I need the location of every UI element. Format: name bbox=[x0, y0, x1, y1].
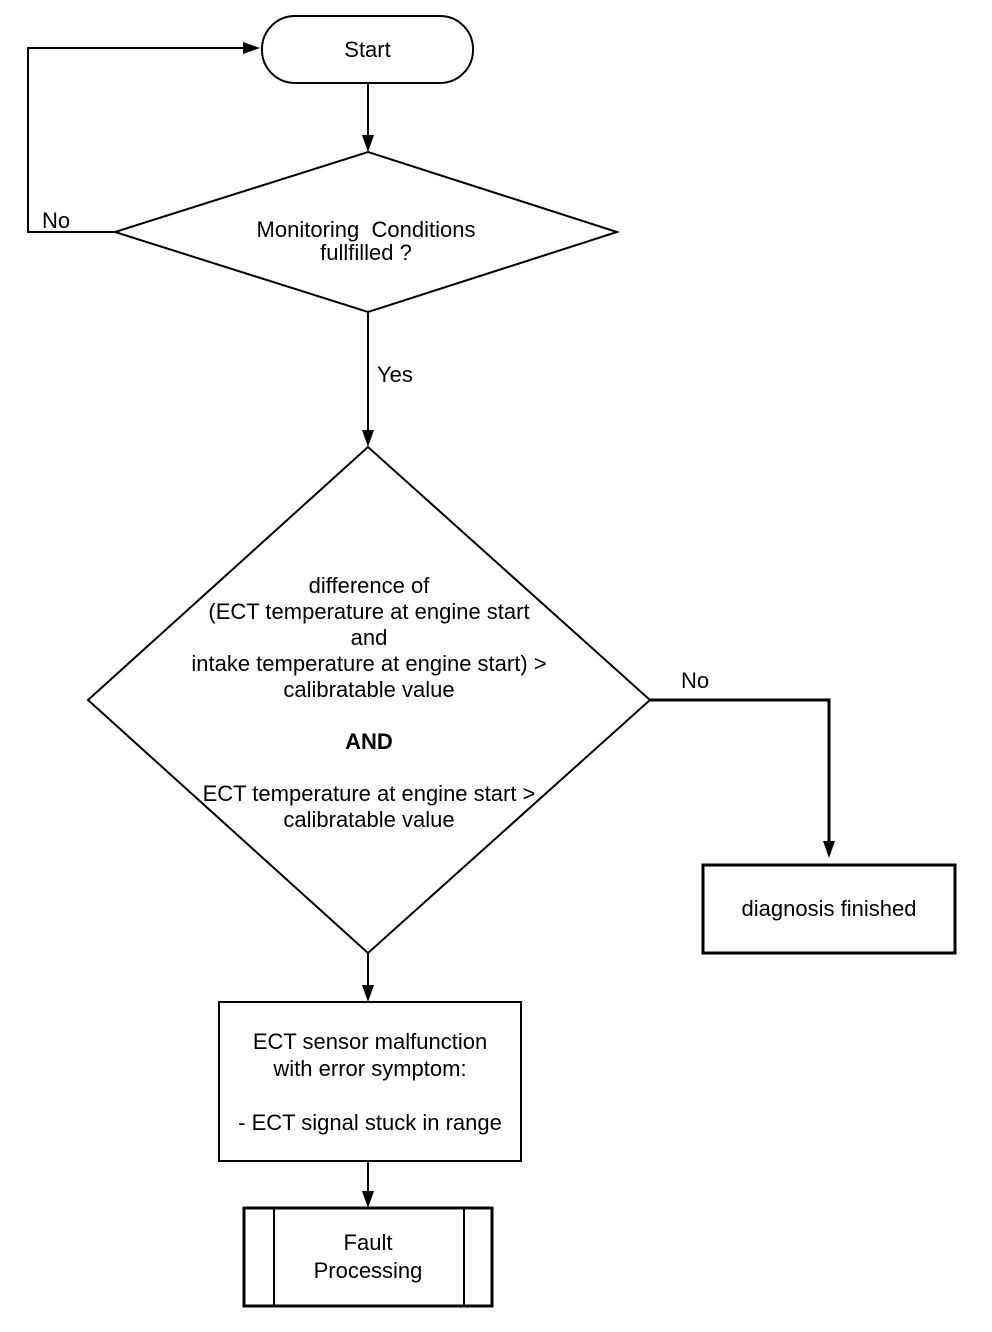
malfunction-shape bbox=[218, 1001, 522, 1162]
fault-processing-label: Fault Processing bbox=[244, 1208, 492, 1306]
decision-ect-line-and: AND bbox=[345, 729, 393, 754]
arrowhead-down-icon bbox=[362, 430, 374, 447]
fault-processing-line1: Fault bbox=[343, 1230, 393, 1255]
decision-ect-line: (ECT temperature at engine start bbox=[208, 599, 530, 624]
decision-ect-line bbox=[119, 755, 619, 781]
edge-yes-label: Yes bbox=[377, 362, 413, 387]
fault-shape bbox=[242, 1206, 494, 1308]
decision-ect-line: difference of bbox=[308, 573, 430, 598]
arrowhead-right-icon bbox=[243, 42, 260, 54]
decision-ect-line: ECT temperature at engine start > bbox=[202, 781, 536, 806]
malfunction-line: with error symptom: bbox=[273, 1055, 467, 1081]
start-text: Start bbox=[344, 36, 391, 62]
decision-ect-line: and bbox=[350, 625, 388, 650]
diagnosis-shape bbox=[701, 863, 957, 955]
malfunction-line: - ECT signal stuck in range bbox=[238, 1109, 502, 1135]
decision-ect-line: calibratable value bbox=[283, 677, 455, 702]
decision-monitoring-line1: Monitoring Conditions bbox=[256, 217, 476, 242]
edge-no-loop-label: No bbox=[41, 208, 71, 233]
malfunction-label: ECT sensor malfunction with error sympto… bbox=[219, 1002, 521, 1161]
edge-no-right-label: No bbox=[680, 668, 710, 693]
arrowhead-down-icon bbox=[823, 841, 835, 858]
start-node-label: Start bbox=[262, 16, 473, 83]
malfunction-line: ECT sensor malfunction bbox=[252, 1028, 488, 1054]
arrowhead-down-icon bbox=[362, 985, 374, 1002]
decision-ect-label: difference of (ECT temperature at engine… bbox=[119, 573, 619, 833]
decision-ect-line: calibratable value bbox=[283, 807, 455, 832]
arrowhead-down-icon bbox=[362, 1191, 374, 1208]
decision-monitoring-label: Monitoring Conditions fullfilled ? bbox=[116, 218, 616, 264]
decision-ect-line bbox=[119, 703, 619, 729]
decision-monitoring-line2: fullfilled ? bbox=[320, 240, 412, 265]
connector-no-right bbox=[650, 698, 831, 843]
fault-processing-line2: Processing bbox=[313, 1258, 423, 1283]
decision-ect-line: intake temperature at engine start) > bbox=[191, 651, 547, 676]
connector-no-loop bbox=[27, 47, 245, 233]
diagnosis-finished-text: diagnosis finished bbox=[741, 896, 917, 921]
diagnosis-finished-label: diagnosis finished bbox=[703, 865, 955, 953]
arrowhead-down-icon bbox=[362, 135, 374, 152]
